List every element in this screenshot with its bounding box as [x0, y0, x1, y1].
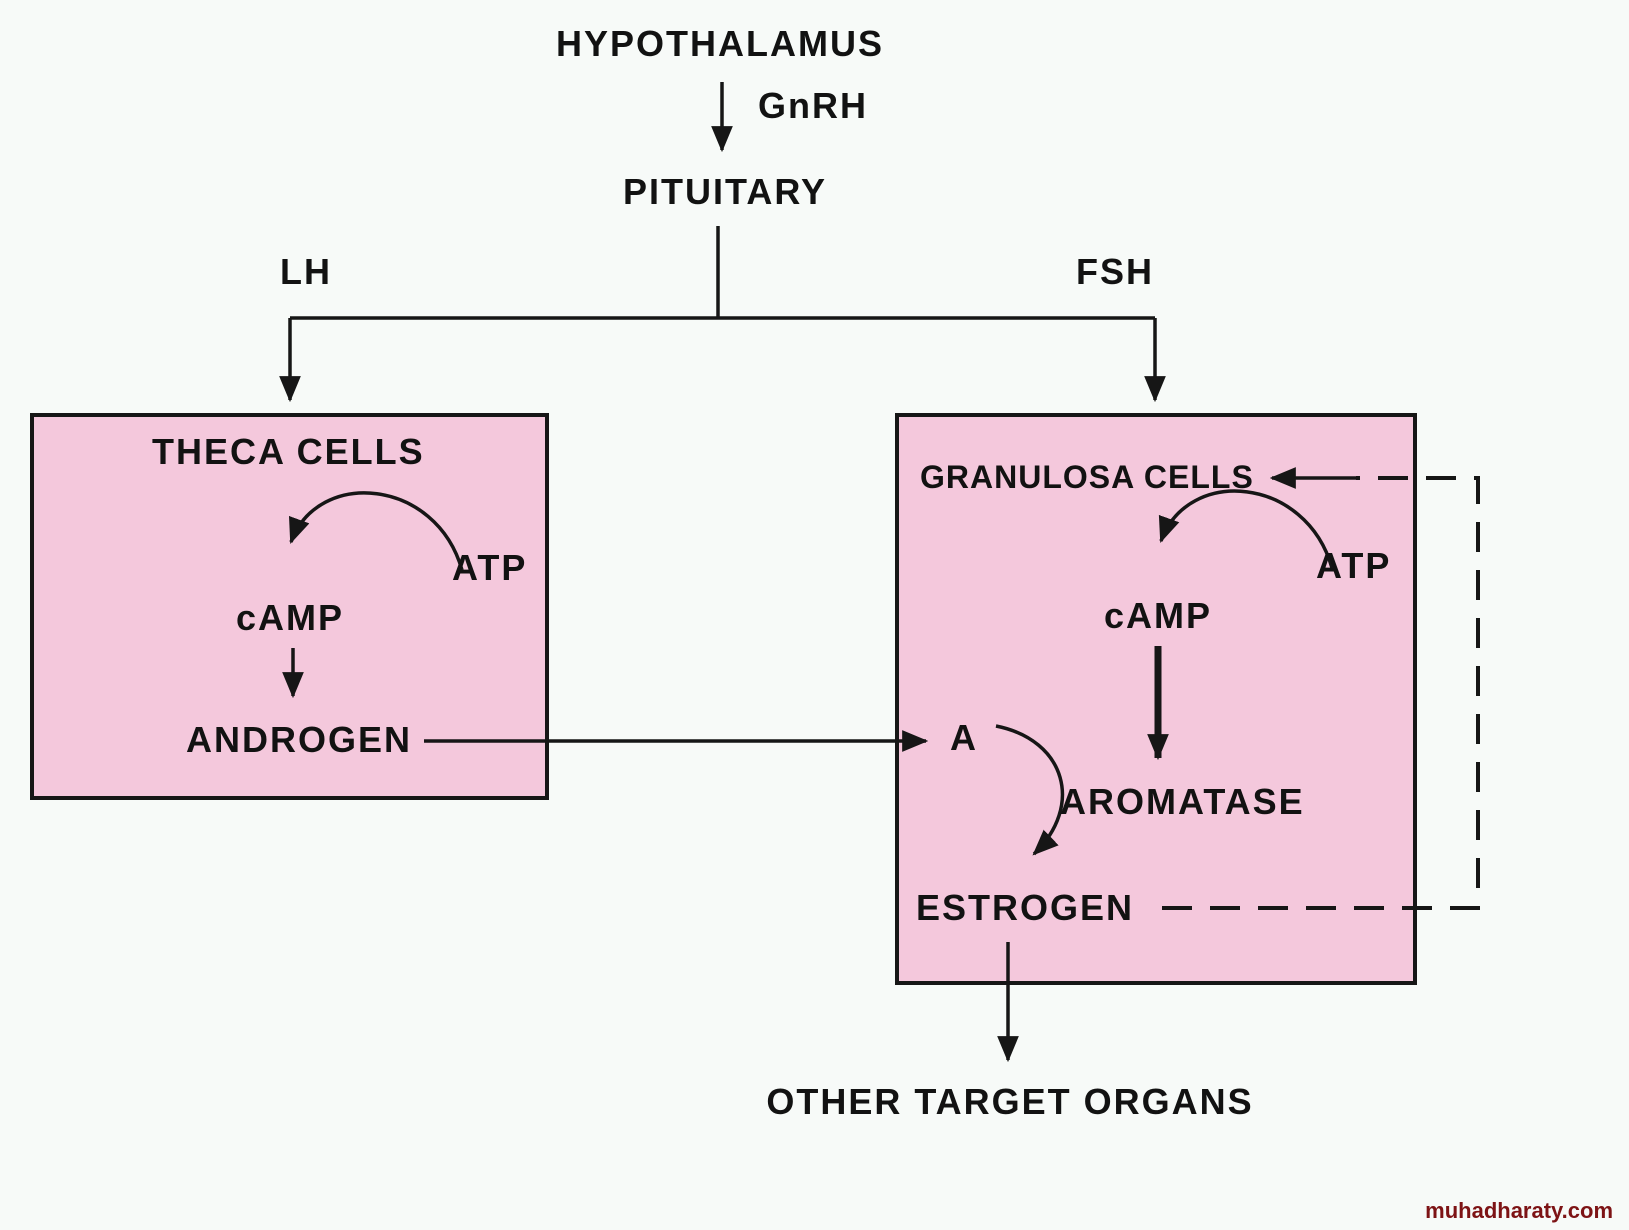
theca-cells-title: THECA CELLS	[152, 431, 425, 472]
lh-label: LH	[280, 251, 332, 292]
fsh-label: FSH	[1076, 251, 1154, 292]
granulosa-atp-label: ATP	[1316, 545, 1392, 586]
theca-cells-box	[30, 413, 549, 800]
androgen-label: ANDROGEN	[186, 719, 413, 760]
other-target-organs-label: OTHER TARGET ORGANS	[766, 1081, 1254, 1122]
estrogen-label: ESTROGEN	[916, 887, 1135, 928]
watermark-text: muhadharaty.com	[1425, 1198, 1613, 1223]
gnrh-label: GnRH	[758, 85, 868, 126]
pituitary-label: PITUITARY	[623, 171, 827, 212]
theca-camp-label: cAMP	[236, 597, 345, 638]
granulosa-camp-label: cAMP	[1104, 595, 1213, 636]
aromatase-label: AROMATASE	[1060, 781, 1305, 822]
theca-atp-label: ATP	[452, 547, 528, 588]
androgen-a-label: A	[950, 717, 978, 758]
hypothalamus-label: HYPOTHALAMUS	[556, 23, 884, 64]
granulosa-cells-title: GRANULOSA CELLS	[920, 459, 1254, 495]
